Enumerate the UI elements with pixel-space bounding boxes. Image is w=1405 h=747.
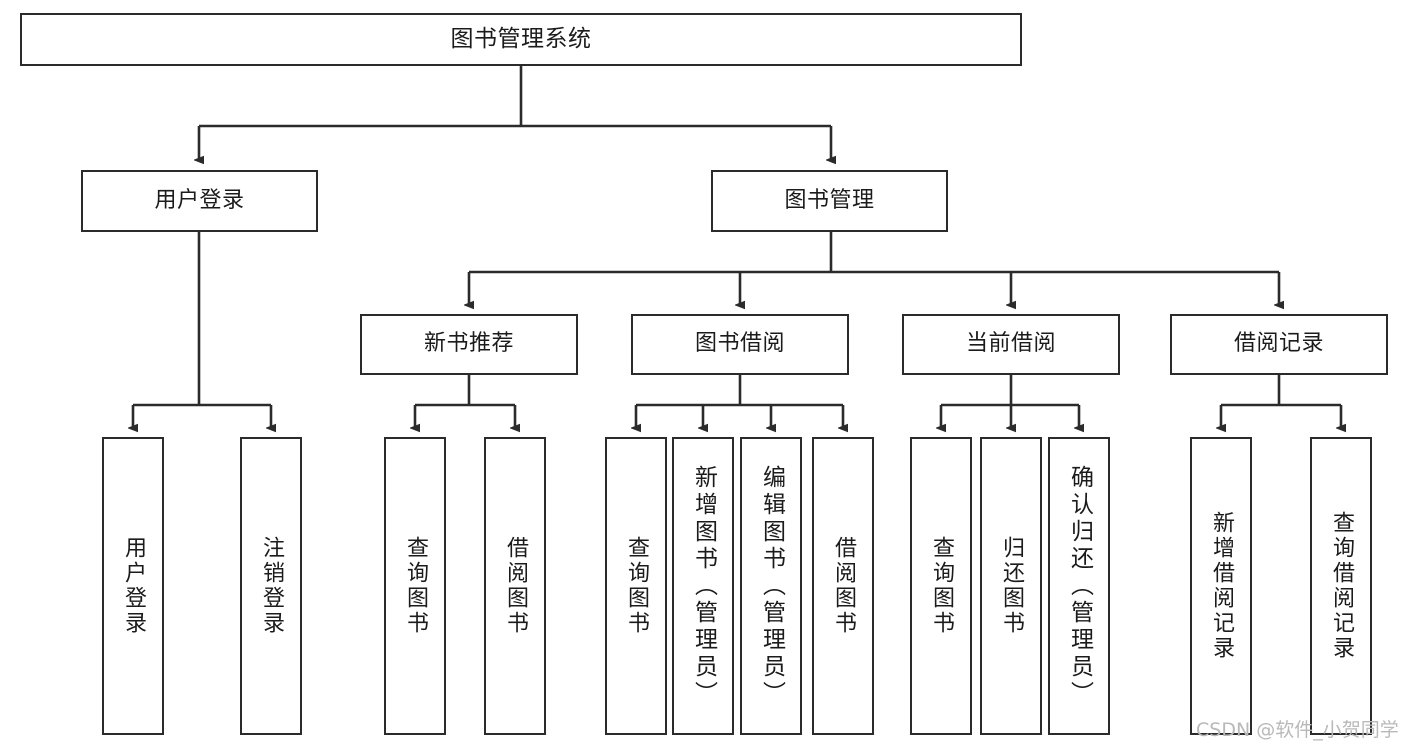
node-label: 注销登录: [259, 536, 284, 636]
node-book-manage[interactable]: 图书管理: [711, 170, 948, 232]
node-label: 图书管理系统: [450, 25, 592, 52]
node-label: 查询借阅记录: [1329, 511, 1354, 661]
node-user-login[interactable]: 用户登录: [81, 170, 318, 232]
node-label: 用户登录: [154, 187, 245, 213]
node-label: 借阅图书: [831, 536, 856, 636]
leaf-borrow-book-1[interactable]: 借阅图书: [484, 437, 546, 735]
leaf-query-book-1[interactable]: 查询图书: [384, 437, 446, 735]
leaf-logout[interactable]: 注销登录: [240, 437, 302, 735]
node-current-borrow[interactable]: 当前借阅: [902, 314, 1120, 375]
node-label: 图书借阅: [694, 331, 785, 357]
leaf-query-book-3[interactable]: 查询图书: [910, 437, 972, 735]
leaf-add-record[interactable]: 新增借阅记录: [1190, 437, 1252, 735]
node-label: 编辑图书（管理员）: [758, 464, 785, 708]
watermark: CSDN @软件_小贺同学: [1196, 719, 1399, 741]
node-label: 查询图书: [929, 536, 954, 636]
node-label: 借阅记录: [1233, 331, 1324, 357]
leaf-query-book-2[interactable]: 查询图书: [605, 437, 667, 735]
node-label: 图书管理: [784, 187, 875, 213]
leaf-return-book[interactable]: 归还图书: [980, 437, 1042, 735]
node-book-borrow[interactable]: 图书借阅: [631, 314, 849, 375]
node-label: 确认归还（管理员）: [1066, 464, 1093, 708]
node-borrow-record[interactable]: 借阅记录: [1170, 314, 1388, 375]
leaf-edit-book[interactable]: 编辑图书（管理员）: [740, 437, 802, 735]
leaf-add-book[interactable]: 新增图书（管理员）: [672, 437, 734, 735]
node-root-book-management-system[interactable]: 图书管理系统: [20, 13, 1022, 66]
node-label: 当前借阅: [965, 331, 1056, 357]
node-label: 借阅图书: [503, 536, 528, 636]
leaf-query-record[interactable]: 查询借阅记录: [1310, 437, 1372, 735]
leaf-borrow-book-2[interactable]: 借阅图书: [812, 437, 874, 735]
node-label: 新增图书（管理员）: [690, 464, 717, 708]
node-label: 查询图书: [624, 536, 649, 636]
leaf-user-login[interactable]: 用户登录: [102, 437, 164, 735]
node-label: 归还图书: [999, 536, 1024, 636]
node-new-book-recommend[interactable]: 新书推荐: [360, 314, 578, 375]
node-label: 查询图书: [403, 536, 428, 636]
node-label: 新书推荐: [423, 331, 514, 357]
node-label: 新增借阅记录: [1209, 511, 1234, 661]
node-label: 用户登录: [121, 536, 146, 636]
leaf-confirm-return[interactable]: 确认归还（管理员）: [1048, 437, 1110, 735]
